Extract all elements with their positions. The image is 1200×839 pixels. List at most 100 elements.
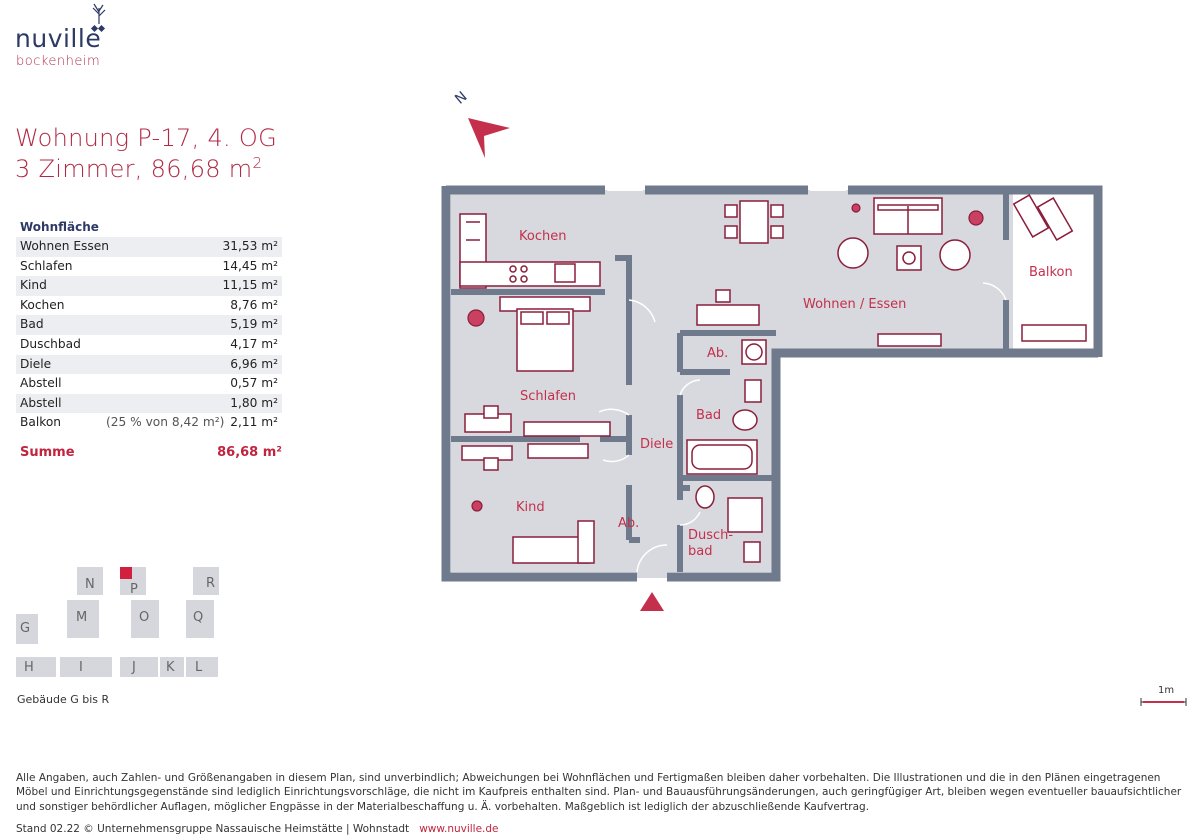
area-row-value: 4,17 m² [230, 336, 278, 351]
room-label-diele: Diele [640, 437, 673, 452]
area-row: Abstell 1,80 m² [16, 393, 282, 414]
area-row-label: Wohnen Essen [20, 239, 109, 253]
page-title: Wohnung P-17, 4. OG [15, 124, 278, 152]
scale-bar [1140, 698, 1187, 706]
area-row-value: 2,11 m² [230, 415, 278, 430]
room-label-wohnen: Wohnen / Essen [803, 297, 906, 312]
block-label-p: P [130, 582, 138, 597]
room-label-kind: Kind [516, 500, 545, 515]
dining-table [724, 200, 784, 244]
kitchen-counter [459, 213, 601, 289]
sum-label: Summe [20, 445, 75, 460]
block-k [160, 657, 184, 677]
area-table-header: Wohnfläche [20, 220, 99, 234]
page-subtitle: 3 Zimmer, 86,68 m2 [15, 154, 262, 183]
area-row-value: 6,96 m² [230, 356, 278, 371]
block-label-n: N [85, 577, 95, 592]
block-label-h: H [24, 660, 34, 675]
area-row-label: Abstell [20, 395, 62, 410]
site-plan-caption: Gebäude G bis R [17, 693, 110, 706]
balcony-loungers [1012, 194, 1087, 342]
plant-icons [467, 203, 984, 512]
block-j [120, 657, 158, 677]
area-row-label: Balkon [20, 415, 62, 430]
area-row-value: 31,53 m² [222, 239, 278, 253]
brand-name: nuville [15, 24, 102, 53]
area-row-label: Duschbad [20, 336, 81, 351]
area-row: Abstell 0,57 m² [16, 374, 282, 394]
sideboard [877, 333, 942, 347]
area-row-value: 8,76 m² [230, 297, 278, 312]
area-table: Wohnen Essen 31,53 m² Schlafen 14,45 m² Kind… [16, 237, 282, 433]
armchairs [837, 237, 971, 271]
area-row-value: 14,45 m² [222, 258, 278, 273]
area-row-note: (25 % von 8,42 m²) [106, 415, 225, 430]
block-label-l: L [195, 660, 203, 675]
single-bed [512, 520, 595, 564]
desk-kids [461, 443, 589, 471]
block-label-k: K [166, 660, 175, 675]
area-row: Kochen 8,76 m² [16, 296, 282, 316]
area-row-label: Kochen [20, 297, 65, 312]
block-label-o: O [139, 610, 150, 625]
desk-bedroom [464, 405, 611, 437]
room-label-duschbad-1: Dusch- [688, 528, 733, 543]
site-plan: N P R M O Q G H I J K L [0, 0, 240, 690]
brand-sub: bockenheim [16, 54, 101, 69]
area-row: Kind 11,15 m² [16, 276, 282, 296]
room-label-bad: Bad [696, 408, 721, 423]
bathroom-fixtures [686, 339, 767, 475]
area-row: Duschbad 4,17 m² [16, 335, 282, 355]
block-m [67, 600, 99, 638]
area-row-label: Diele [20, 356, 52, 371]
room-label-abstell-2: Ab. [618, 516, 639, 531]
double-bed [499, 296, 591, 372]
subtitle-text: 3 Zimmer, 86,68 m [15, 155, 253, 183]
area-row: Wohnen Essen 31,53 m² [16, 237, 282, 257]
block-label-i: I [79, 660, 83, 675]
block-o [131, 600, 159, 638]
subtitle-superscript: 2 [252, 154, 263, 172]
room-label-duschbad-2: bad [688, 544, 712, 559]
sum-value: 86,68 m² [217, 445, 282, 460]
area-row-label: Abstell [20, 376, 62, 391]
area-row: Balkon (25 % von 8,42 m²) 2,11 m² [16, 413, 282, 433]
room-label-kochen: Kochen [519, 229, 566, 244]
area-row: Diele 6,96 m² [16, 354, 282, 375]
room-label-balkon: Balkon [1029, 265, 1073, 280]
area-row-value: 5,19 m² [230, 317, 278, 332]
disclaimer-text: Alle Angaben, auch Zahlen- und Größenang… [16, 772, 1182, 813]
area-row: Schlafen 14,45 m² [16, 257, 282, 277]
compass-icon: N [452, 89, 510, 158]
area-row-value: 11,15 m² [222, 278, 278, 293]
sofa [873, 197, 943, 235]
area-row-label: Schlafen [20, 258, 73, 273]
block-n [77, 567, 103, 595]
block-l [186, 657, 218, 677]
website-link[interactable]: www.nuville.de [419, 823, 499, 835]
shower-room-fixtures [695, 485, 763, 563]
scale-label: 1m [1158, 685, 1175, 696]
area-row-label: Kind [20, 278, 47, 293]
logo-leaf-icon [90, 3, 106, 33]
block-r [193, 567, 219, 595]
selected-unit-marker [120, 567, 132, 579]
area-row-value: 1,80 m² [230, 395, 278, 410]
compass-north-label: N [452, 89, 470, 108]
block-label-r: R [206, 576, 216, 591]
room-label-abstell-1: Ab. [707, 346, 728, 361]
floor-plan: N [441, 89, 1103, 611]
piano [696, 289, 760, 326]
block-label-j: J [132, 660, 136, 675]
entrance-arrow-icon [640, 592, 664, 611]
area-row-value: 0,57 m² [230, 376, 278, 391]
footer: Stand 02.22 © Unternehmensgruppe Nassaui… [16, 823, 499, 835]
block-label-q: Q [193, 610, 204, 625]
block-i [60, 657, 112, 677]
room-label-schlafen: Schlafen [520, 389, 576, 404]
brand-logo: nuville [15, 24, 101, 53]
footer-text: Stand 02.22 © Unternehmensgruppe Nassaui… [16, 823, 410, 835]
block-g [16, 614, 38, 644]
block-h [16, 657, 56, 677]
